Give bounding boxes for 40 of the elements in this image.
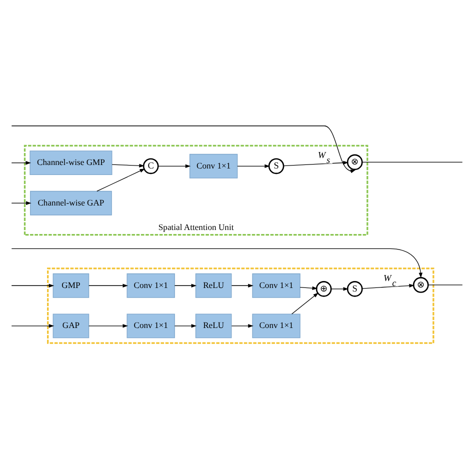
arrow (283, 160, 348, 166)
arrow (174, 324, 197, 328)
node-circle: S (268, 158, 284, 174)
node-box: ReLU (195, 273, 232, 298)
arrow (96, 168, 146, 192)
node-box: GAP (52, 314, 90, 338)
node-box: Conv 1×1 (252, 314, 300, 338)
node-box: Channel-wise GMP (30, 150, 112, 176)
arrow (88, 284, 128, 288)
arrow (362, 284, 414, 289)
connector (428, 284, 463, 286)
node-box: Conv 1×1 (189, 154, 238, 178)
arrow (11, 201, 32, 205)
node-box: GMP (52, 273, 90, 298)
arrow (11, 284, 54, 288)
arrow (11, 248, 422, 278)
node-box: Conv 1×1 (252, 273, 300, 298)
node-circle: ⊕ (316, 281, 332, 297)
node-box: Conv 1×1 (126, 273, 175, 298)
node-box: Channel-wise GAP (30, 190, 112, 216)
arrow (231, 324, 254, 328)
arrow (11, 126, 356, 174)
arrow (291, 292, 319, 314)
arrow (231, 284, 254, 288)
node-circle: C (142, 158, 159, 174)
arrow (174, 284, 197, 288)
node-circle: S (346, 281, 363, 297)
node-circle: ⊗ (346, 154, 363, 170)
node-box: Conv 1×1 (126, 314, 175, 338)
arrow (300, 286, 318, 290)
arrow (237, 164, 270, 168)
node-box: ReLU (195, 314, 232, 338)
connector (362, 162, 463, 163)
arrow (112, 164, 144, 168)
arrow (88, 324, 128, 328)
arrow (11, 324, 54, 328)
arrow (11, 161, 31, 165)
arrow (158, 164, 191, 168)
arrow (331, 287, 349, 291)
node-circle: ⊗ (412, 277, 429, 293)
